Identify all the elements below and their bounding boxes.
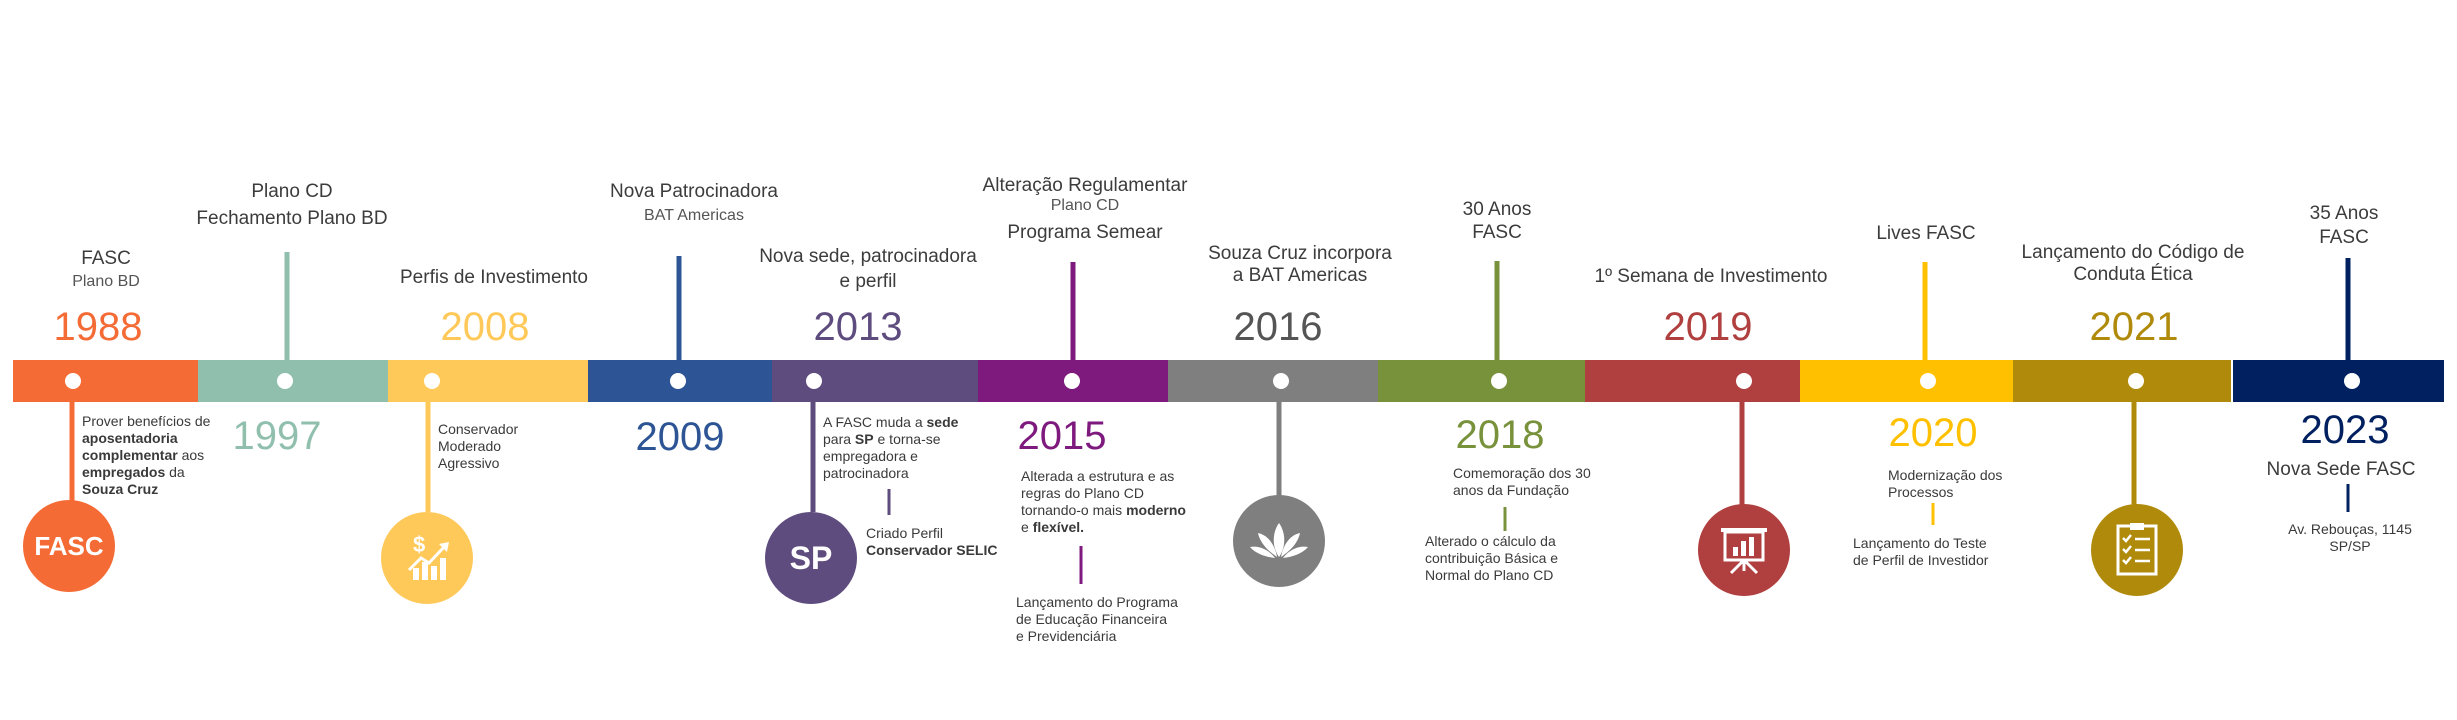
title-2009: Nova Patrocinadora (610, 181, 778, 202)
title-2015: Alteração Regulamentar (982, 175, 1188, 196)
title-2018-line2: FASC (1472, 222, 1522, 243)
sp-badge-icon: SP (765, 512, 857, 604)
title2-2015: Programa Semear (1007, 222, 1163, 243)
checklist-icon (2091, 504, 2183, 596)
description-2018: Comemoração dos 30 anos da Fundação (1453, 465, 1591, 498)
note-tick-2015 (1079, 546, 1083, 584)
segment-2020 (1800, 360, 2013, 402)
subtitle-2009: BAT Americas (644, 207, 744, 224)
title-2021-line2: Conduta Ética (2073, 264, 2193, 285)
svg-text:$: $ (413, 532, 425, 557)
connector-1988 (69, 402, 75, 502)
presentation-icon (1698, 504, 1790, 596)
connector-2019 (1739, 402, 1745, 507)
segment-2021 (2013, 360, 2231, 402)
title-2008: Perfis de Investimento (400, 267, 588, 288)
subtitle-2023: Nova Sede FASC (2266, 459, 2416, 480)
note-2013: Criado Perfil Conservador SELIC (866, 525, 998, 558)
description-2013: A FASC muda a sede para SP e torna-se em… (823, 414, 959, 481)
address-2023: Av. Rebouças, 1145 SP/SP (2288, 521, 2412, 554)
timeline-dot-2013 (806, 373, 822, 389)
money-growth-icon: $ (381, 512, 473, 604)
note-2015: Lançamento do Programa de Educação Finan… (1016, 594, 1178, 644)
title-2023-line1: 35 Anos (2309, 203, 2379, 224)
segment-2013 (772, 360, 978, 402)
year-2008: 2008 (440, 305, 530, 349)
description-1988: Prover benefícios de aposentadoria compl… (82, 413, 211, 497)
year-2019: 2019 (1663, 305, 1753, 349)
title-2016-line1: Souza Cruz incorpora (1208, 243, 1392, 264)
timeline-dot-2015 (1064, 373, 1080, 389)
year-1988: 1988 (53, 305, 143, 349)
title-1988: FASC (81, 248, 131, 269)
title-2023-line2: FASC (2319, 227, 2369, 248)
year-2021: 2021 (2089, 305, 2179, 349)
note-tick-2023 (2346, 484, 2350, 512)
connector-2018 (1494, 261, 1500, 362)
timeline-dot-2008 (424, 373, 440, 389)
description-2015: Alterada a estrutura e as regras do Plan… (1021, 468, 1186, 535)
title-2020: Lives FASC (1876, 223, 1976, 244)
title-2018-line1: 30 Anos (1462, 199, 1532, 220)
connector-1997 (284, 252, 290, 362)
year-2018: 2018 (1455, 413, 1545, 457)
timeline-dot-2021 (2128, 373, 2144, 389)
note-tick-2018 (1503, 507, 1507, 531)
timeline-dot-2016 (1273, 373, 1289, 389)
timeline-dot-2019 (1736, 373, 1752, 389)
timeline-dot-2018 (1491, 373, 1507, 389)
title-1997-line2: Fechamento Plano BD (196, 208, 388, 229)
connector-2020 (1922, 262, 1928, 362)
note-tick-2020 (1931, 503, 1935, 525)
note-tick-2013 (887, 489, 891, 515)
note-2020: Lançamento do Teste de Perfil de Investi… (1853, 535, 1989, 568)
year-2023: 2023 (2300, 408, 2390, 452)
segment-1997 (198, 360, 388, 402)
title-2021-line1: Lançamento do Código de (2021, 242, 2245, 263)
timeline-dot-2020 (1920, 373, 1936, 389)
title-1997-line1: Plano CD (251, 181, 333, 202)
connector-2016 (1276, 402, 1282, 502)
year-2016: 2016 (1233, 305, 1323, 349)
year-2015: 2015 (1017, 414, 1107, 458)
title-2013-line1: Nova sede, patrocinadora (759, 246, 977, 267)
connector-2008 (425, 402, 431, 512)
segment-1988 (13, 360, 198, 402)
description-2020: Modernização dos Processos (1888, 467, 2003, 500)
title-2019: 1º Semana de Investimento (1594, 266, 1828, 287)
segment-2008 (388, 360, 588, 402)
timeline-dot-1988 (65, 373, 81, 389)
connector-2009 (676, 256, 682, 362)
title-2013-line2: e perfil (839, 271, 897, 292)
year-2009: 2009 (635, 415, 725, 459)
subtitle-1988: Plano BD (72, 273, 140, 290)
leaf-icon (1233, 495, 1325, 587)
fasc-logo-icon: FASC (23, 500, 115, 592)
year-1997: 1997 (232, 414, 322, 458)
connector-2015 (1070, 262, 1076, 362)
timeline-dot-1997 (277, 373, 293, 389)
note-2018: Alterado o cálculo da contribuição Básic… (1425, 533, 1559, 583)
description-2008: Conservador Moderado Agressivo (438, 421, 519, 471)
connector-2021 (2131, 402, 2137, 507)
subtitle-2015: Plano CD (1050, 197, 1120, 214)
segment-2019 (1585, 360, 1800, 402)
connector-2013 (810, 402, 816, 512)
connector-2023 (2345, 258, 2351, 362)
timeline-dot-2009 (670, 373, 686, 389)
timeline-dot-2023 (2344, 373, 2360, 389)
year-2013: 2013 (813, 305, 903, 349)
segment-2018 (1378, 360, 1585, 402)
year-2020: 2020 (1888, 411, 1978, 455)
title-2016-line2: a BAT Americas (1232, 265, 1368, 286)
segment-2023 (2233, 360, 2444, 402)
